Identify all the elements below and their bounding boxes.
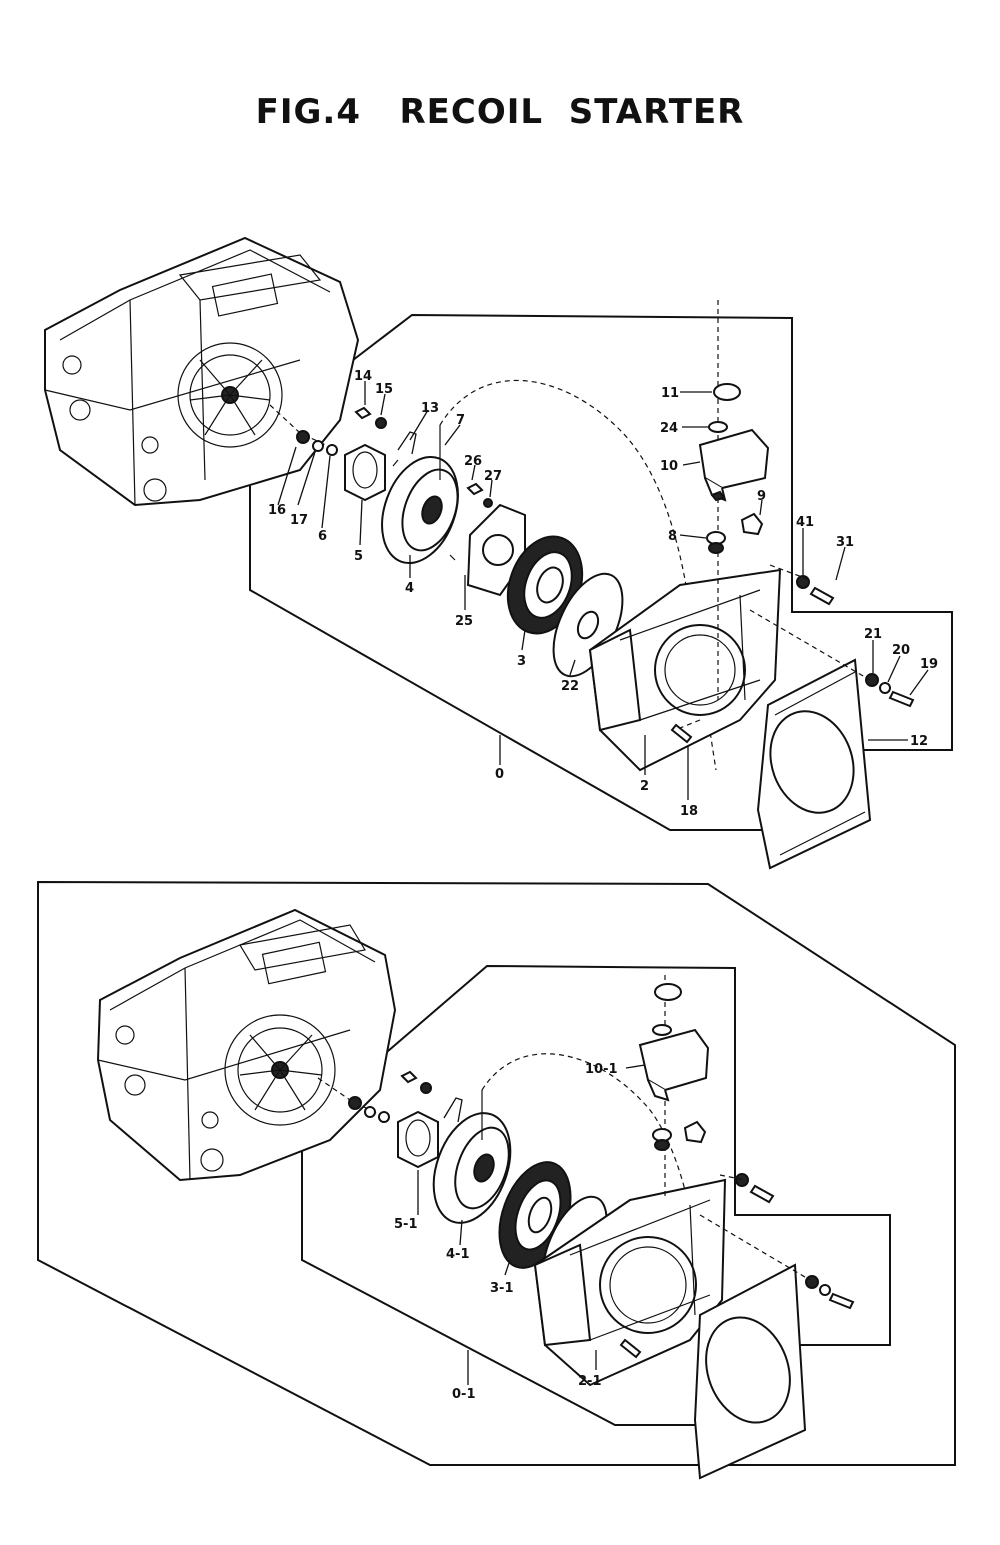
part-10-handle (698, 428, 770, 502)
engine-crankcase (44, 236, 360, 507)
part-13-pawl (397, 431, 417, 455)
label-part-3: 3 (517, 654, 526, 669)
part-24-washer (708, 421, 728, 433)
label-part-18: 18 (680, 804, 698, 819)
label-part-26: 26 (464, 454, 482, 469)
label-part-13: 13 (421, 401, 439, 416)
label-part-22: 22 (561, 679, 579, 694)
upper-assembly: 14 15 13 7 11 24 10 26 27 9 8 41 31 16 1… (44, 236, 953, 870)
label-part-7: 7 (456, 413, 465, 428)
label-part-24: 24 (660, 421, 678, 436)
label-part-19: 19 (920, 657, 938, 672)
lower-assembly: 10-1 5-1 4-1 3-1 2-1 0-1 (37, 880, 956, 1480)
part-17-washer (312, 440, 324, 452)
part-11-cap (713, 383, 741, 401)
part-12-cover-plate (756, 658, 872, 870)
label-part-11: 11 (661, 386, 679, 401)
part-26-screw (466, 482, 484, 496)
engine-crankcase-lower (96, 908, 397, 1182)
label-part-5-1: 5-1 (394, 1217, 418, 1232)
label-part-0-1: 0-1 (452, 1387, 476, 1402)
part-5-pawl-carrier (344, 443, 386, 502)
label-part-10: 10 (660, 459, 678, 474)
part-25-plate (466, 503, 526, 597)
label-part-8: 8 (668, 529, 677, 544)
part-9-clip (740, 512, 764, 536)
part-31-bolt (809, 586, 835, 606)
part-27-washer (483, 498, 493, 508)
label-part-25: 25 (455, 614, 473, 629)
part-5-1-pawl-carrier (397, 1110, 439, 1169)
part-4-1-pulley (432, 1112, 512, 1224)
label-part-20: 20 (892, 643, 910, 658)
label-part-9: 9 (757, 489, 766, 504)
figure-title: FIG.4 RECOIL STARTER (255, 92, 745, 132)
label-part-41: 41 (796, 515, 814, 530)
label-part-31: 31 (836, 535, 854, 550)
part-18-screw (670, 723, 693, 744)
part-15-washer (375, 417, 387, 429)
part-20-washer (879, 682, 891, 694)
label-part-5: 5 (354, 549, 363, 564)
part-2-starter-housing (588, 568, 782, 772)
label-part-4: 4 (405, 581, 414, 596)
label-part-0: 0 (495, 767, 504, 782)
label-part-4-1: 4-1 (446, 1247, 470, 1262)
label-part-10-1: 10-1 (585, 1062, 618, 1077)
part-41-washer (796, 575, 810, 589)
label-part-12: 12 (910, 734, 928, 749)
label-part-16: 16 (268, 503, 286, 518)
label-part-2: 2 (640, 779, 649, 794)
part-2-1-starter-housing (533, 1178, 727, 1387)
part-4-pulley (381, 455, 459, 565)
label-part-6: 6 (318, 529, 327, 544)
part-19-bolt (888, 690, 915, 708)
label-part-27: 27 (484, 469, 502, 484)
label-part-14: 14 (354, 369, 372, 384)
label-part-3-1: 3-1 (490, 1281, 514, 1296)
part-14-bolt (354, 406, 372, 420)
label-part-15: 15 (375, 382, 393, 397)
part-21-washer (865, 673, 879, 687)
lower-assembly-outer-outline (37, 880, 956, 1466)
part-cover-plate-lower (693, 1263, 807, 1480)
label-part-2-1: 2-1 (578, 1374, 602, 1389)
label-part-21: 21 (864, 627, 882, 642)
part-16-nut (296, 430, 310, 444)
label-part-17: 17 (290, 513, 308, 528)
part-6-washer (326, 444, 338, 456)
part-10-1-handle (638, 1028, 710, 1102)
part-8-rope-guide (706, 531, 726, 554)
